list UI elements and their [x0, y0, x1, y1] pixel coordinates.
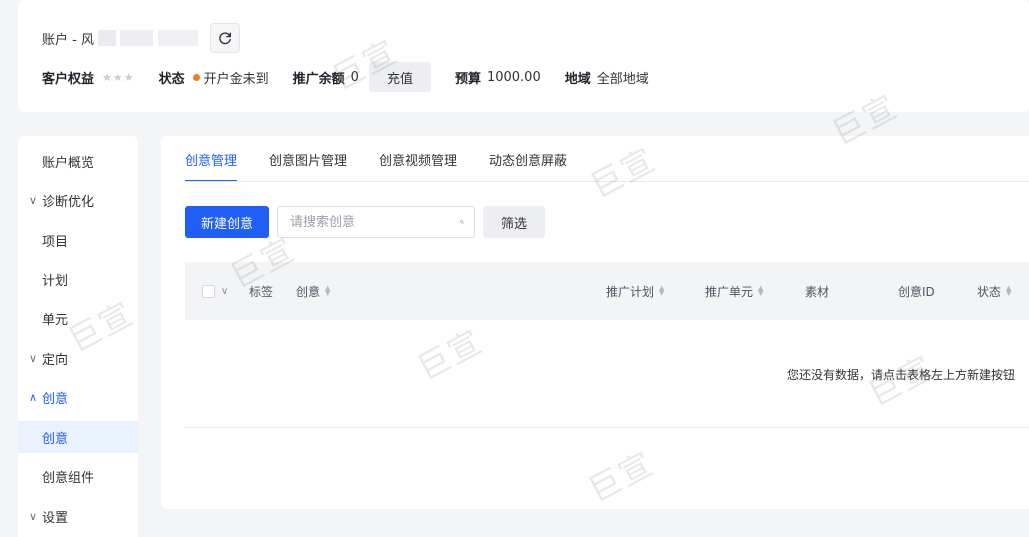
- recharge-button[interactable]: 充值: [368, 62, 431, 92]
- sidebar-item-label: 计划: [42, 273, 69, 289]
- sidebar-item-project[interactable]: 项目: [18, 224, 138, 256]
- sidebar-item-plan[interactable]: 计划: [18, 263, 138, 295]
- sidebar-item-label: 诊断优化: [42, 194, 95, 210]
- tab-creative-management[interactable]: 创意管理: [185, 136, 238, 182]
- column-label: 标签: [249, 284, 274, 299]
- rights-stars: ★★★: [102, 70, 135, 84]
- sidebar-item-diagnosis[interactable]: ∨ 诊断优化: [18, 184, 138, 216]
- sidebar-item-label: 创意: [42, 431, 69, 447]
- sidebar-item-label: 设置: [42, 510, 69, 526]
- search-box: [277, 206, 476, 238]
- column-label: 创意: [296, 284, 321, 299]
- refresh-icon: [219, 32, 231, 45]
- search-input[interactable]: [290, 214, 461, 230]
- status-label: 状态: [158, 71, 185, 87]
- tab-dynamic-creative-block[interactable]: 动态创意屏蔽: [489, 153, 568, 169]
- column-status[interactable]: 状态 ▲▼: [977, 262, 1011, 320]
- sidebar-item-label: 定向: [42, 352, 69, 368]
- tab-bar: 创意管理 创意图片管理 创意视频管理 动态创意屏蔽: [185, 136, 599, 182]
- account-row: 账户 - 风: [42, 22, 240, 54]
- sort-icon[interactable]: ▲▼: [1006, 284, 1012, 297]
- sort-icon[interactable]: ▲▼: [659, 284, 665, 297]
- chevron-down-icon[interactable]: ∨: [221, 285, 229, 297]
- sidebar: 账户概览 ∨ 诊断优化 项目 计划 单元 ∨ 定向 ∧ 创意 创意 创意组件 ∨ 设置: [18, 136, 138, 537]
- tab-creative-videos[interactable]: 创意视频管理: [379, 153, 458, 169]
- tab-creative-images[interactable]: 创意图片管理: [269, 153, 348, 169]
- account-header: 账户 - 风 客户权益 ★★★ 状态 开户金未到 推广余额 0 充值 预算 10…: [18, 0, 1029, 112]
- tabs-divider: [185, 181, 1029, 182]
- table-empty-state: 您还没有数据，请点击表格左上方新建按钮: [185, 320, 1029, 428]
- toolbar: 新建创意 筛选: [185, 206, 546, 238]
- refresh-button[interactable]: [209, 23, 240, 53]
- status-value: 开户金未到: [203, 71, 269, 87]
- sidebar-item-targeting[interactable]: ∨ 定向: [18, 342, 138, 374]
- search-icon[interactable]: [460, 215, 464, 229]
- balance-label: 推广余额: [292, 71, 345, 87]
- table-header: ∨ 标签 创意 ▲▼ 推广计划 ▲▼ 推广单元 ▲▼ 素材 创意ID 状态 ▲▼: [185, 262, 1029, 320]
- sidebar-item-settings[interactable]: ∨ 设置: [18, 500, 138, 532]
- column-unit[interactable]: 推广单元 ▲▼: [705, 262, 763, 320]
- sidebar-item-label: 创意组件: [42, 470, 95, 486]
- sort-icon[interactable]: ▲▼: [758, 284, 764, 297]
- chevron-down-icon: ∨: [28, 509, 38, 523]
- account-name: 账户 - 风: [42, 32, 94, 48]
- balance-value: 0: [350, 69, 359, 85]
- filter-button[interactable]: 筛选: [483, 206, 546, 238]
- column-creative-id: 创意ID: [898, 262, 935, 320]
- sidebar-item-creative[interactable]: 创意: [18, 421, 138, 453]
- column-tag: 标签: [249, 262, 273, 320]
- budget-value: 1000.00: [486, 69, 541, 85]
- sidebar-item-account-overview[interactable]: 账户概览: [18, 145, 138, 177]
- column-label: 创意ID: [898, 284, 935, 299]
- sidebar-item-label: 项目: [42, 234, 69, 250]
- rights-label: 客户权益: [42, 71, 95, 87]
- region-value: 全部地域: [596, 71, 649, 87]
- column-creative[interactable]: 创意 ▲▼: [296, 262, 330, 320]
- chevron-down-icon: ∨: [28, 193, 38, 207]
- sidebar-item-label: 单元: [42, 312, 69, 328]
- sidebar-item-creative-components[interactable]: 创意组件: [18, 460, 138, 492]
- select-all-checkbox[interactable]: [202, 284, 215, 298]
- sort-icon[interactable]: ▲▼: [325, 284, 331, 297]
- budget-label: 预算: [454, 71, 481, 87]
- main-panel: 创意管理 创意图片管理 创意视频管理 动态创意屏蔽 新建创意 筛选 ∨ 标签 创…: [161, 136, 1029, 509]
- sidebar-item-unit[interactable]: 单元: [18, 302, 138, 334]
- column-label: 素材: [805, 284, 830, 299]
- sidebar-item-creative-group[interactable]: ∧ 创意: [18, 381, 138, 413]
- column-material: 素材: [805, 262, 829, 320]
- select-all-area[interactable]: ∨: [202, 262, 228, 320]
- chevron-up-icon: ∧: [28, 390, 38, 404]
- column-label: 状态: [977, 284, 1002, 299]
- sidebar-item-label: 创意: [42, 391, 69, 407]
- sidebar-item-label: 账户概览: [42, 155, 95, 171]
- column-plan[interactable]: 推广计划 ▲▼: [606, 262, 664, 320]
- column-label: 推广计划: [606, 284, 655, 299]
- status-dot: [192, 73, 200, 81]
- column-label: 推广单元: [705, 284, 754, 299]
- region-label: 地域: [564, 71, 591, 87]
- account-info-row: 客户权益 ★★★ 状态 开户金未到 推广余额 0 充值 预算 1000.00 地…: [42, 62, 649, 92]
- account-name-mask: [97, 30, 198, 46]
- chevron-down-icon: ∨: [28, 351, 38, 365]
- empty-message: 您还没有数据，请点击表格左上方新建按钮: [786, 368, 1015, 382]
- new-creative-button[interactable]: 新建创意: [185, 206, 270, 238]
